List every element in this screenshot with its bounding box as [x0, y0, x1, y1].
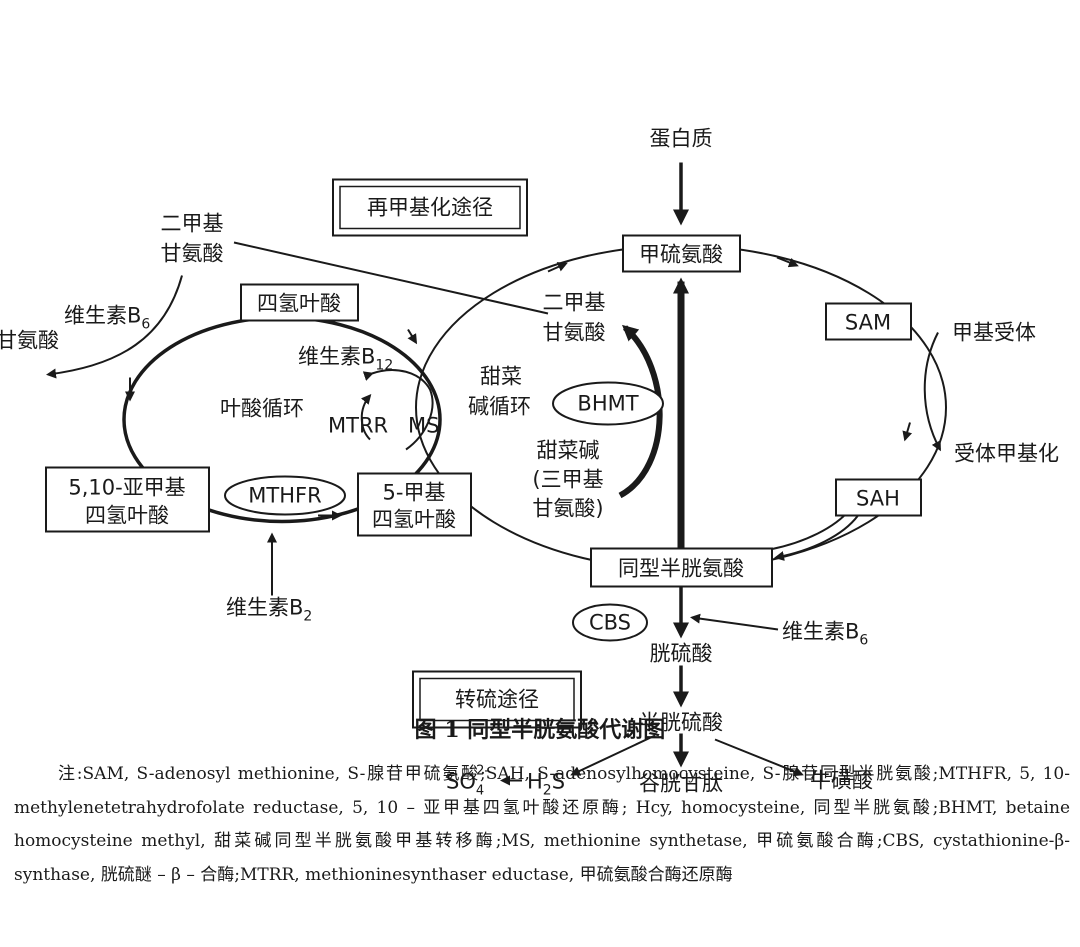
vitamin-b6-right-label: 维生素B6 [782, 620, 868, 649]
ms-label: MS [408, 414, 439, 438]
mthfr-enzyme [224, 475, 346, 516]
taurine-label: 牛磺酸 [810, 769, 873, 793]
cbs-enzyme [572, 603, 648, 642]
bhmt-enzyme [552, 381, 664, 426]
mtrr-label: MTRR [328, 414, 388, 438]
betaine-to-dimethylglycine-arrow [618, 324, 663, 499]
cycle-arrowhead-icon [547, 262, 568, 273]
vitamin-b2-label: 维生素B2 [226, 596, 312, 625]
methyl-thf-label-line1: 5-甲基 [383, 481, 446, 505]
methionine-box [622, 234, 741, 273]
transsulfuration-pathway-frame [412, 670, 582, 729]
vitamin-b6-left-label: 维生素B6 [64, 304, 150, 333]
h2s-label: H2S [527, 770, 565, 799]
methionine-label: 甲硫氨酸 [639, 243, 723, 267]
cysteine-to-taurine-arrow [714, 738, 804, 777]
glutathione-label: 谷胱甘肽 [639, 772, 723, 796]
methylene-thf-label-line2: 四氢叶酸 [85, 504, 169, 528]
dimethylglycine-left-line1: 二甲基 [161, 212, 224, 236]
dimethylglycine-left-line2: 甘氨酸 [161, 242, 224, 266]
figure-caption: 图 1 同型半胱氨酸代谢图 [414, 717, 666, 743]
methyl-thf-label-line2: 四氢叶酸 [372, 508, 456, 532]
sulfate-label: SO42- [446, 764, 489, 799]
cbs-label: CBS [589, 611, 631, 635]
dimethylglycine-inner-line2: 甘氨酸 [543, 321, 606, 345]
folate-cycle-label: 叶酸循环 [220, 397, 304, 421]
vitamin-b6-to-glycine-arrow [46, 275, 183, 379]
dimethylglycine-inner-line1: 二甲基 [543, 291, 606, 315]
dimethylglycine-link-line [233, 241, 549, 315]
betaine-cycle-label-line1: 甜菜 [480, 365, 522, 389]
betaine-label-line3: 甘氨酸) [532, 497, 603, 521]
cycle-arrowhead-icon [902, 422, 913, 442]
protein-label: 蛋白质 [650, 127, 713, 151]
cycle-arrowhead-icon [407, 328, 418, 345]
transsulfuration-pathway-label: 转硫途径 [455, 688, 539, 712]
figure-note: 注:SAM, S-adenosyl methionine, S-腺苷甲硫氨酸;S… [14, 764, 1070, 885]
betaine-label-line2: (三甲基 [532, 468, 603, 492]
cystathionine-label: 胱硫酸 [650, 642, 713, 666]
bhmt-label: BHMT [577, 392, 638, 416]
homocysteine-box [590, 547, 773, 588]
sam-label: SAM [845, 311, 891, 335]
methyl-thf-box [357, 472, 472, 537]
remethylation-pathway-label: 再甲基化途径 [367, 196, 493, 220]
mtrr-ms-cycle-icon [362, 369, 434, 451]
thf-box [240, 283, 359, 322]
vitamin-b12-label: 维生素B12 [298, 345, 393, 374]
homocysteine-label: 同型半胱氨酸 [618, 557, 744, 581]
betaine-cycle-label-line2: 碱循环 [468, 395, 531, 419]
cycle-arrowhead-icon [776, 256, 799, 268]
methylene-thf-label-line1: 5,10-亚甲基 [68, 476, 185, 500]
glycine-label: 甘氨酸 [0, 329, 59, 353]
cysteine-label: 半胱硫酸 [639, 711, 723, 735]
sam-box [825, 302, 912, 341]
methyl-acceptor-label: 甲基受体 [952, 321, 1036, 345]
vitamin-b6-to-cbs-arrow [690, 613, 779, 631]
thf-label: 四氢叶酸 [257, 292, 341, 316]
methyl-acceptor-arrow [923, 332, 941, 452]
betaine-label-line1: 甜菜碱 [537, 439, 600, 463]
remethylation-pathway-frame [332, 178, 528, 237]
methylated-acceptor-label: 受体甲基化 [954, 442, 1059, 466]
methylene-thf-box [45, 466, 210, 533]
sah-box [835, 478, 922, 517]
cysteine-to-h2s-arrow [570, 734, 656, 776]
mthfr-label: MTHFR [248, 484, 321, 508]
sah-label: SAH [856, 487, 900, 511]
